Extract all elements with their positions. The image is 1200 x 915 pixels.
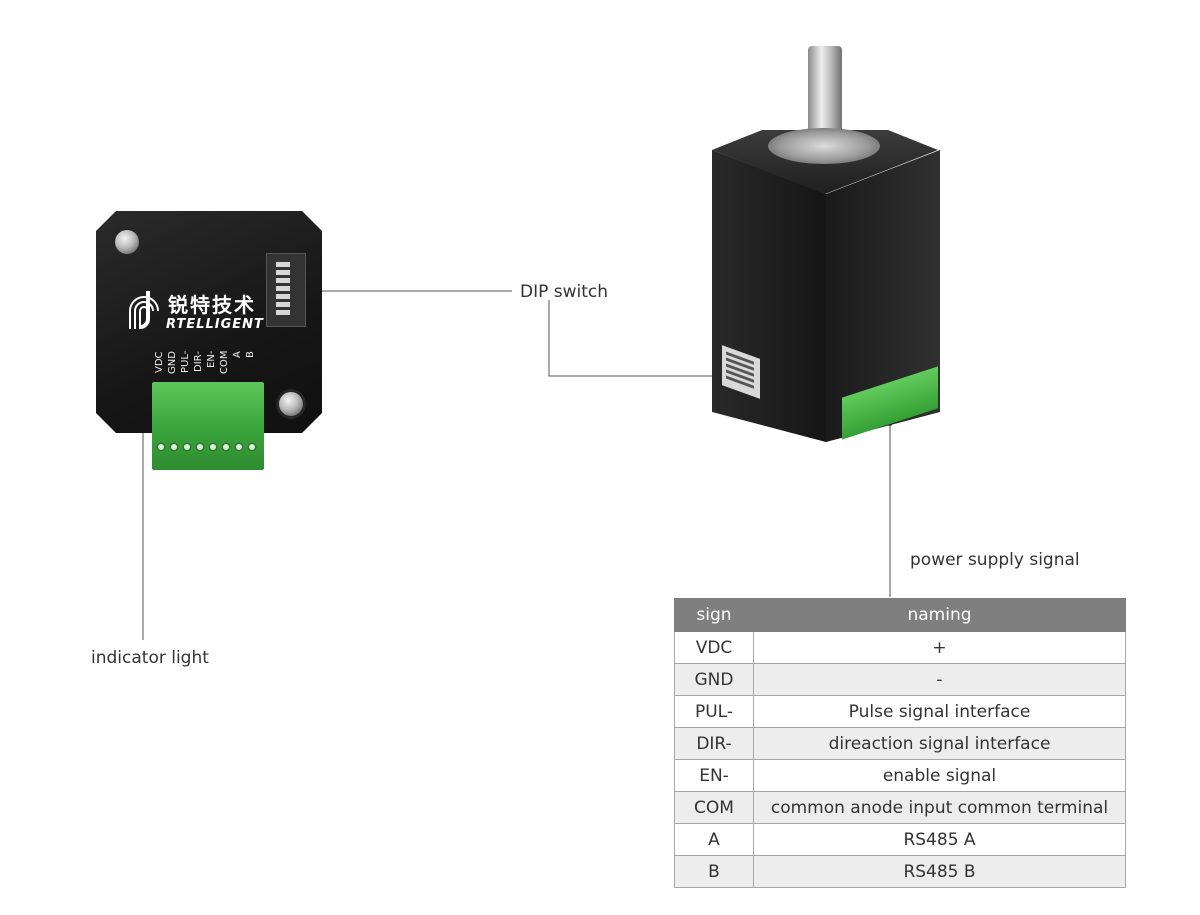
cell-sign: B (674, 855, 754, 888)
brand-name-en: RTELLIGENT (166, 317, 264, 332)
table-row: VDC + (674, 631, 1126, 664)
header-sign: sign (674, 598, 754, 632)
cell-sign: DIR- (674, 727, 754, 760)
cell-naming: - (753, 663, 1126, 696)
table-header-row: sign naming (674, 598, 1126, 632)
screw-icon (279, 392, 303, 416)
screw-icon (115, 230, 139, 254)
brand-logo-icon (129, 291, 159, 329)
dip-switch-label: DIP switch (520, 282, 609, 302)
cell-naming: enable signal (753, 759, 1126, 792)
cell-naming: RS485 A (753, 823, 1126, 856)
brand-name-cn: 锐特技术 (168, 293, 256, 317)
header-naming: naming (753, 598, 1126, 632)
motor-flange-ring (768, 128, 880, 164)
motor-dip-leader (548, 300, 738, 377)
table-row: B RS485 B (674, 855, 1126, 888)
power-supply-signal-label: power supply signal (910, 550, 1080, 570)
signal-table: sign naming VDC + GND - PUL- Pulse signa… (674, 598, 1126, 888)
table-row: PUL- Pulse signal interface (674, 695, 1126, 728)
cell-sign: GND (674, 663, 754, 696)
table-row: A RS485 A (674, 823, 1126, 856)
motor-body-left (712, 150, 826, 442)
board-dip-switch (266, 253, 306, 327)
board-terminal-block (152, 382, 264, 470)
table-row: GND - (674, 663, 1126, 696)
cell-sign: COM (674, 791, 754, 824)
cell-sign: PUL- (674, 695, 754, 728)
cell-naming: common anode input common terminal (753, 791, 1126, 824)
table-row: EN- enable signal (674, 759, 1126, 792)
cell-sign: A (674, 823, 754, 856)
cell-naming: RS485 B (753, 855, 1126, 888)
cell-naming: + (753, 631, 1126, 664)
cell-naming: Pulse signal interface (753, 695, 1126, 728)
table-row: COM common anode input common terminal (674, 791, 1126, 824)
cell-sign: EN- (674, 759, 754, 792)
table-row: DIR- direaction signal interface (674, 727, 1126, 760)
indicator-light-label: indicator light (91, 648, 209, 668)
cell-sign: VDC (674, 631, 754, 664)
cell-naming: direaction signal interface (753, 727, 1126, 760)
